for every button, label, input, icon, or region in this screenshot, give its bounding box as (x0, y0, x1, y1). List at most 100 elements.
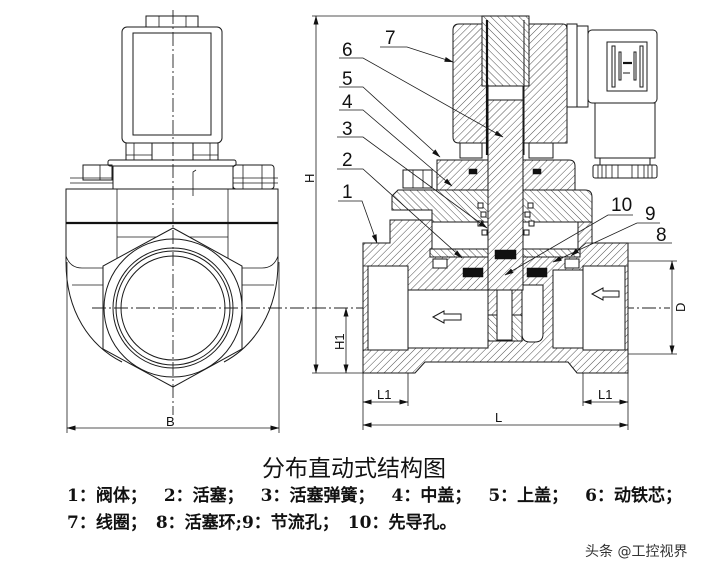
front-lower-nut-right (192, 142, 219, 161)
legend-item: 2：活塞； (163, 486, 244, 506)
connector-neck (599, 157, 651, 166)
spring-coil (527, 202, 534, 209)
front-bonnet-detail (192, 169, 197, 196)
pilot-channel (496, 287, 513, 341)
callout-7-number: 7 (385, 28, 396, 49)
legend-item: 1：阀体； (67, 486, 147, 506)
spring-coil (523, 229, 530, 236)
callout-1: 1 (338, 182, 378, 244)
piston-port-left (432, 258, 448, 269)
connector-symbol-bar (639, 45, 644, 88)
callout-5-leader (339, 86, 441, 158)
watermark: 头条 @工控视界 (585, 544, 688, 560)
front-core-sleeve (151, 142, 194, 161)
connector-ribbed-ring (592, 164, 658, 179)
figure-title: 分布直动式结构图 (262, 456, 446, 481)
callout-3-number: 3 (342, 119, 353, 140)
callout-3: 3 (337, 119, 488, 229)
front-lower-nut-left (125, 142, 153, 161)
callout-9-number: 9 (645, 204, 656, 225)
callout-7: 7 (380, 28, 454, 63)
callout-10-number: 10 (611, 195, 632, 216)
callout-9-leader (552, 222, 660, 263)
connector-symbol-bar (633, 51, 637, 81)
front-side-bolt-left (82, 164, 113, 181)
dim-B-label: B (166, 414, 175, 429)
callout-6-leader (339, 57, 504, 138)
dim-L1-left-label: L1 (377, 387, 391, 402)
dim-L1-right-label: L1 (598, 387, 612, 402)
callout-1-leader (338, 200, 378, 244)
callout-3-leader (337, 136, 488, 229)
spring-coil (528, 220, 535, 227)
legend-item: 5：上盖； (488, 486, 569, 506)
pilot-seal (494, 249, 517, 260)
callout-1-number: 1 (342, 182, 353, 203)
front-coil-inner (132, 32, 212, 136)
core-gap (487, 85, 524, 101)
legend-item: 6：动铁芯； (585, 486, 682, 506)
front-body-hump-right (242, 255, 279, 269)
connector-symbol-bar (618, 51, 622, 81)
inlet-bore (582, 265, 626, 351)
coil-nut-right (528, 142, 554, 159)
dim-H1-label: H1 (332, 333, 347, 350)
legend-line-2: 7：线圈； 8：活塞环;9：节流孔； 10：先导孔。 (67, 508, 456, 533)
front-coil-housing (121, 26, 223, 144)
section-view: H H1 D L1 L1 L 7 6 5 4 (302, 15, 688, 430)
inlet-channel (521, 284, 544, 343)
callout-4-leader (339, 109, 453, 187)
callout-4-number: 4 (342, 92, 353, 113)
callout-8: 8 (570, 225, 672, 257)
legend-line-1: 1：阀体； 2：活塞； 3：活塞弹簧； 4：中盖； 5：上盖； 6：动铁芯； (67, 481, 682, 506)
front-side-bolt-right (232, 164, 275, 190)
front-top-nut (145, 15, 199, 28)
piston-port-right (564, 258, 580, 269)
connector-gland-ring (576, 25, 589, 108)
front-port-hexagon (102, 227, 243, 388)
dim-D-label: D (673, 303, 688, 312)
flow-arrow-outlet-icon (431, 310, 462, 324)
front-flange-plate (107, 159, 237, 167)
callout-8-leader (570, 242, 672, 257)
cover-oring-right (532, 168, 542, 175)
callout-7-leader (380, 46, 454, 63)
flow-arrow-inlet-icon (590, 287, 620, 301)
callout-8-number: 8 (656, 225, 667, 246)
connector-body (594, 102, 656, 159)
stationary-core (481, 15, 530, 87)
callout-2: 2 (337, 150, 463, 259)
spring-coil (477, 202, 484, 209)
spring-coil (480, 211, 487, 218)
legend-item: 8：活塞环;9：节流孔； (155, 513, 339, 533)
front-view: B (65, 10, 670, 433)
outlet-bore (367, 265, 409, 351)
callout-10-leader (504, 214, 633, 276)
connector-symbol-bar (611, 45, 616, 88)
connector-gland (566, 23, 578, 108)
spring-coil (481, 229, 488, 236)
callout-5-number: 5 (342, 69, 353, 90)
connector-ribs (597, 165, 653, 178)
callout-2-number: 2 (342, 150, 353, 171)
callout-9: 9 (552, 204, 660, 263)
legend-item: 3：活塞弹簧； (260, 486, 375, 506)
cover-bolt (402, 169, 433, 189)
callout-2-leader (337, 168, 463, 259)
front-body-arc-right (223, 261, 279, 363)
piston-seal-right (526, 267, 548, 278)
spring-coil (524, 211, 531, 218)
dim-L-label: L (495, 410, 502, 425)
callout-4: 4 (339, 92, 453, 187)
legend-item: 4：中盖； (391, 486, 472, 506)
legend-item: 7：线圈； (67, 513, 147, 533)
terminal-connector (566, 23, 658, 179)
front-body-hump-left (65, 255, 103, 269)
inlet-chamber (552, 269, 584, 349)
dim-H-label: H (302, 174, 317, 183)
legend-item: 10：先导孔。 (347, 513, 457, 533)
callout-6: 6 (339, 40, 504, 138)
piston-seal-left (462, 267, 484, 278)
front-body-outline (65, 188, 279, 262)
